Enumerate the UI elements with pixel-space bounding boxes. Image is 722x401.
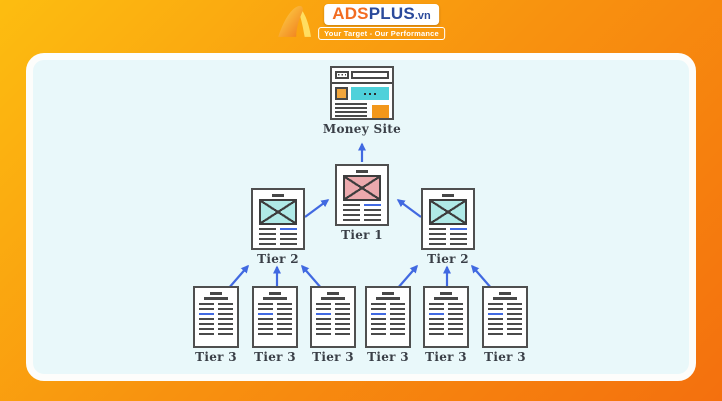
tier2-document-icon	[421, 188, 475, 250]
adsplus-logo: ADSPLUS.vn Your Target - Our Performance	[277, 4, 445, 40]
doc-subtitle-bar	[376, 297, 400, 300]
doc-title-bar	[210, 292, 222, 295]
tier1-label: Tier 1	[341, 228, 383, 242]
tier3-label-3: Tier 3	[312, 350, 354, 364]
tier3-node-4: Tier 3	[359, 286, 417, 364]
tier3-document-icon	[310, 286, 356, 348]
doc-subtitle-bar	[434, 297, 458, 300]
browser-text-lines	[335, 103, 367, 117]
tier1-document-icon	[335, 164, 389, 226]
brand-tld-text: .vn	[414, 10, 431, 22]
doc-subtitle-bar	[204, 297, 228, 300]
doc-text-lines	[259, 228, 297, 246]
doc-title-bar	[272, 194, 284, 197]
tier1-node: Tier 1	[333, 164, 391, 242]
tier2-node-right: Tier 2	[419, 188, 477, 266]
doc-text-lines	[258, 303, 292, 337]
tier2-left-label: Tier 2	[257, 252, 299, 266]
browser-address-bar	[351, 71, 389, 79]
browser-orange-thumbnail	[335, 87, 348, 100]
tier2-image-placeholder-icon	[259, 199, 297, 225]
tier3-document-icon	[423, 286, 469, 348]
doc-text-lines	[343, 204, 381, 222]
doc-subtitle-bar	[263, 297, 287, 300]
tier3-label-5: Tier 3	[425, 350, 467, 364]
tier2-document-icon	[251, 188, 305, 250]
adsplus-logo-mountain-icon	[278, 5, 312, 37]
tier3-node-2: Tier 3	[246, 286, 304, 364]
tier2-image-placeholder-icon	[429, 199, 467, 225]
tier3-node-5: Tier 3	[417, 286, 475, 364]
doc-title-bar	[356, 170, 368, 173]
doc-text-lines	[429, 303, 463, 337]
brand-plus-text: PLUS	[368, 4, 415, 23]
tier2-right-label: Tier 2	[427, 252, 469, 266]
browser-divider	[332, 82, 392, 84]
tier3-document-icon	[193, 286, 239, 348]
money-site-browser-icon	[330, 66, 394, 120]
doc-text-lines	[429, 228, 467, 246]
adsplus-logo-text: ADSPLUS.vn Your Target - Our Performance	[318, 4, 445, 40]
browser-cyan-banner	[351, 87, 389, 100]
tier3-label-1: Tier 3	[195, 350, 237, 364]
doc-text-lines	[488, 303, 522, 337]
tier3-node-6: Tier 3	[476, 286, 534, 364]
doc-title-bar	[442, 194, 454, 197]
doc-title-bar	[327, 292, 339, 295]
tier3-document-icon	[252, 286, 298, 348]
doc-title-bar	[440, 292, 452, 295]
tier2-node-left: Tier 2	[249, 188, 307, 266]
tier3-node-1: Tier 3	[187, 286, 245, 364]
money-site-node: Money Site	[322, 66, 402, 136]
tier3-document-icon	[365, 286, 411, 348]
doc-text-lines	[371, 303, 405, 337]
browser-menu-dots-icon	[335, 71, 349, 79]
logo-tagline: Your Target - Our Performance	[318, 27, 445, 40]
doc-title-bar	[269, 292, 281, 295]
browser-top-bar	[335, 71, 389, 79]
doc-title-bar	[499, 292, 511, 295]
tier3-document-icon	[482, 286, 528, 348]
tier3-label-4: Tier 3	[367, 350, 409, 364]
tier3-label-2: Tier 3	[254, 350, 296, 364]
browser-orange-image-block	[372, 105, 389, 118]
tier1-image-placeholder-icon	[343, 175, 381, 201]
doc-text-lines	[316, 303, 350, 337]
doc-subtitle-bar	[321, 297, 345, 300]
browser-content-row	[335, 87, 389, 100]
tier3-node-3: Tier 3	[304, 286, 362, 364]
tier3-label-6: Tier 3	[484, 350, 526, 364]
doc-title-bar	[382, 292, 394, 295]
money-site-label: Money Site	[322, 122, 402, 136]
doc-subtitle-bar	[493, 297, 517, 300]
adsplus-brand-pill: ADSPLUS.vn	[324, 4, 439, 25]
brand-ads-text: ADS	[332, 4, 369, 23]
browser-body	[335, 103, 389, 119]
doc-text-lines	[199, 303, 233, 337]
